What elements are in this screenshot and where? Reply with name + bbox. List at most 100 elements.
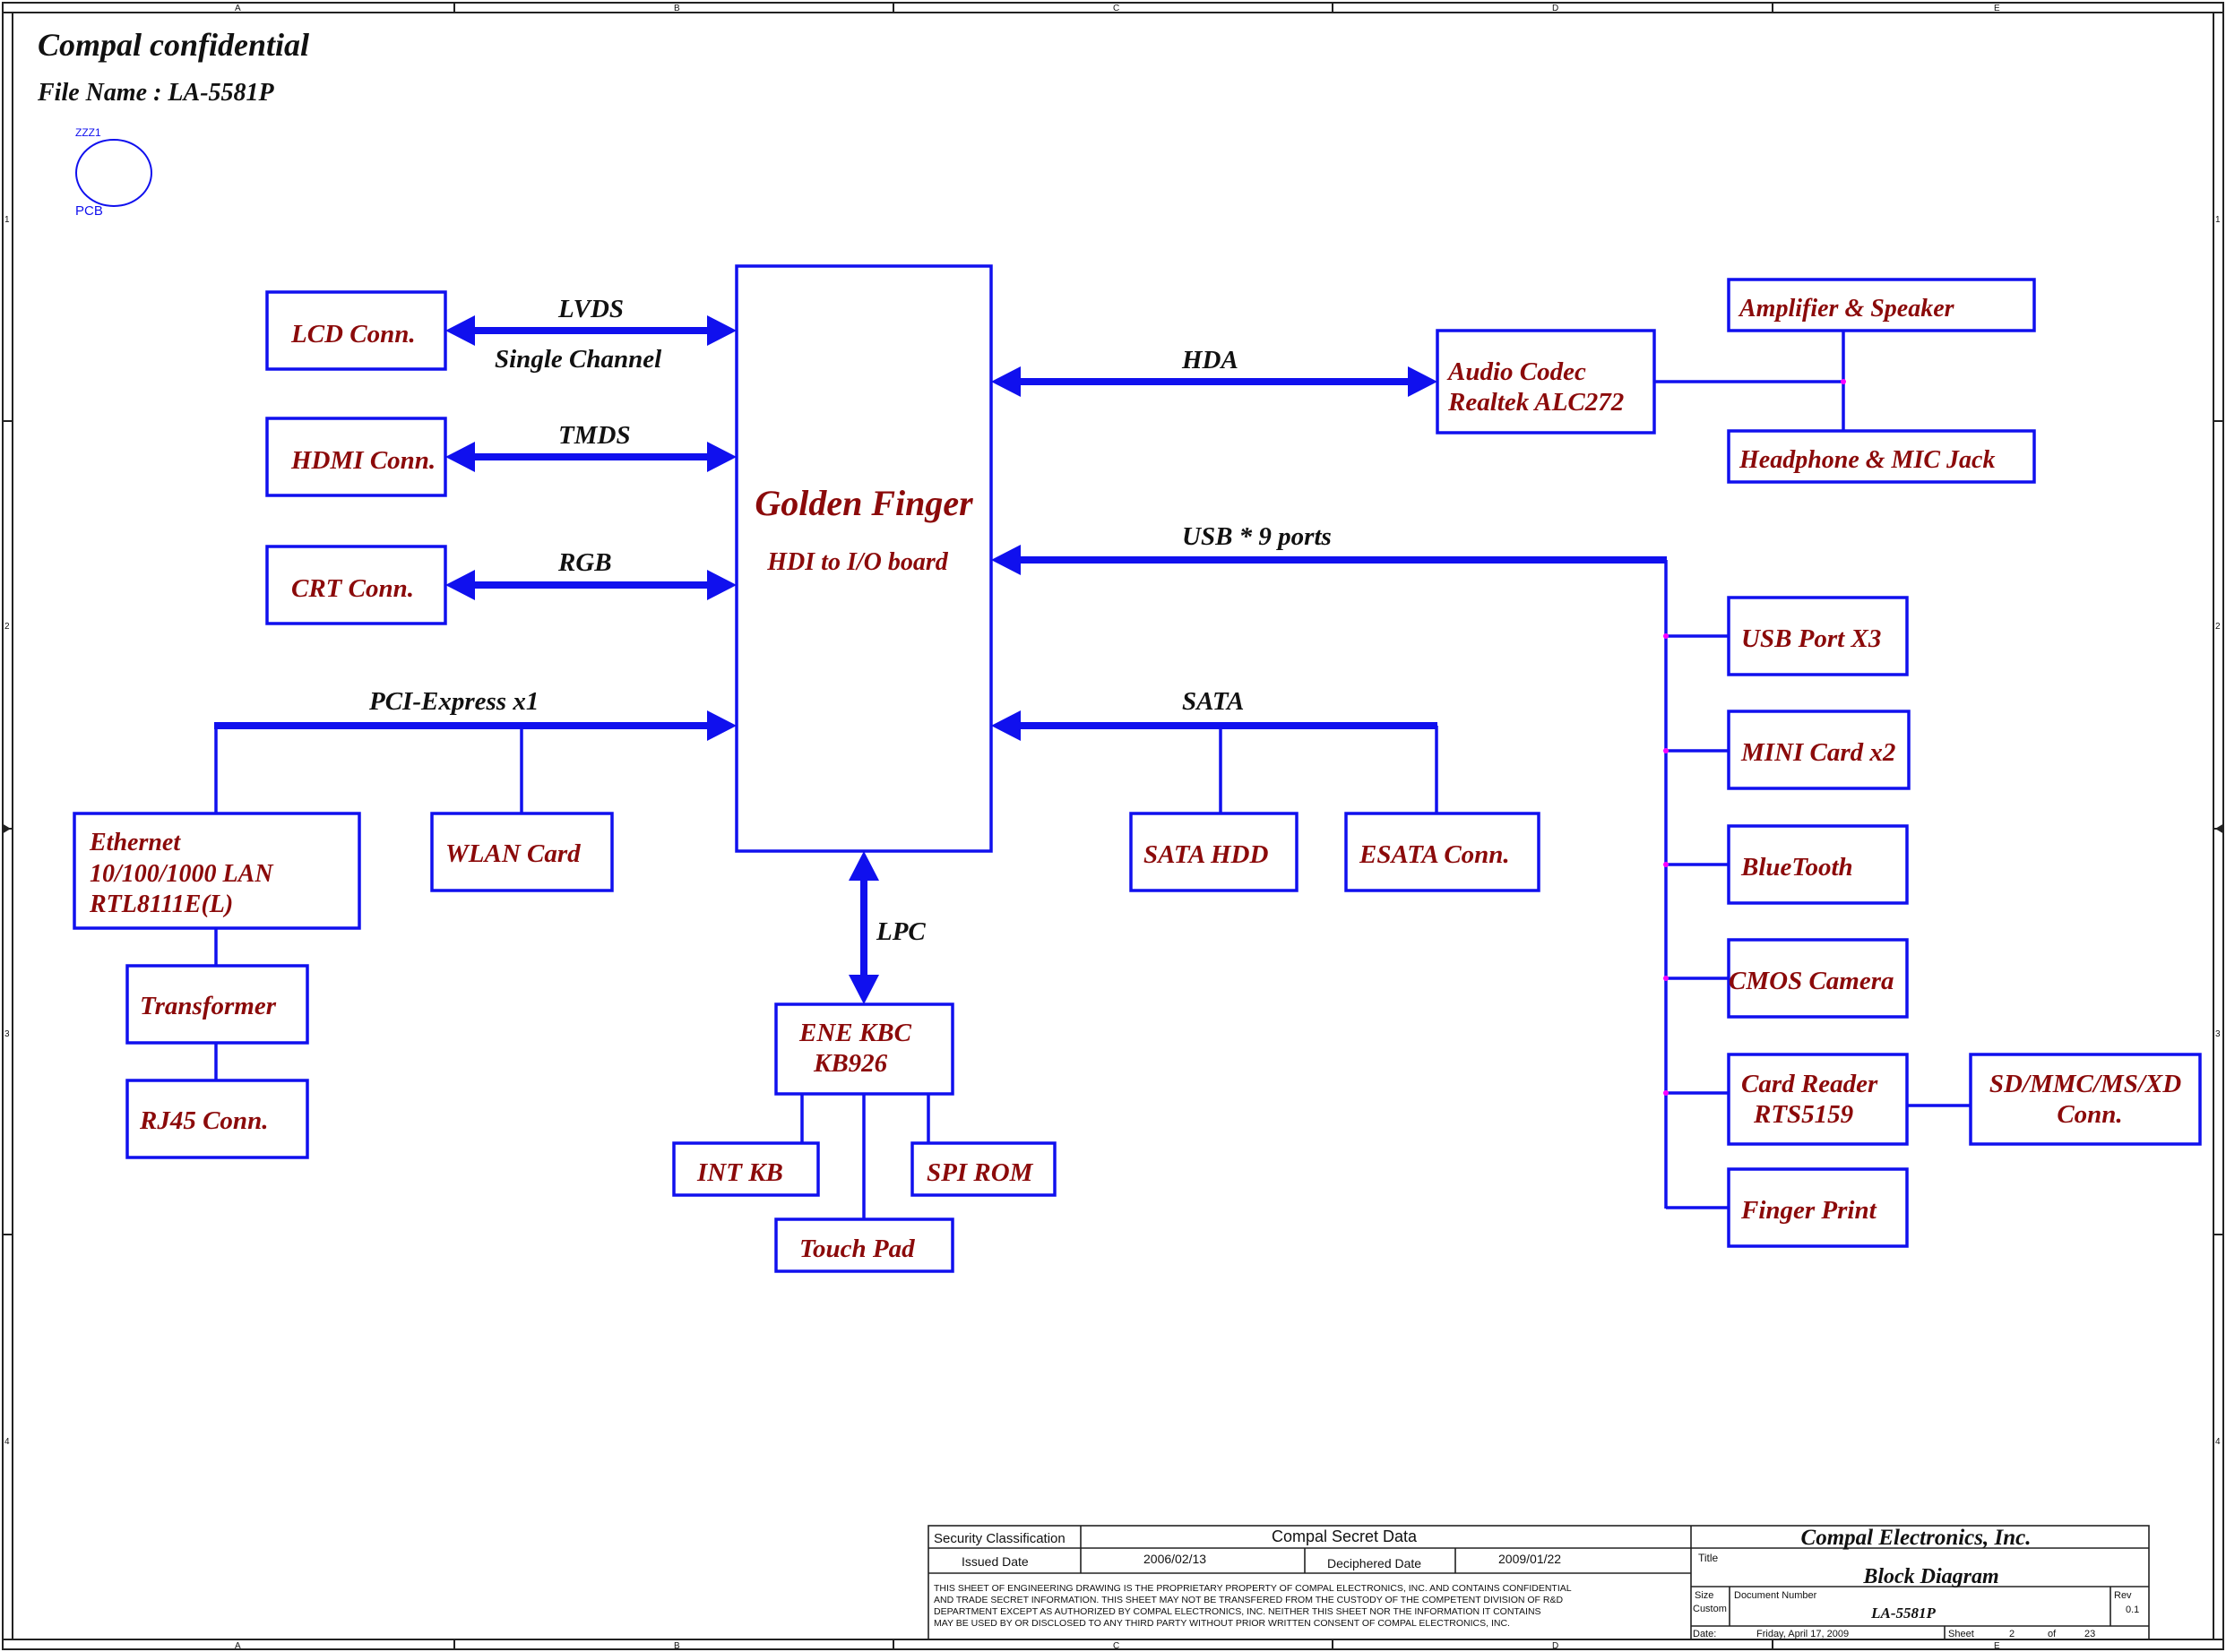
sd-conn-label: SD/MMC/MS/XD — [1989, 1070, 2181, 1098]
usb-branches — [1663, 633, 1729, 1209]
notice-line: THIS SHEET OF ENGINEERING DRAWING IS THE… — [934, 1583, 1572, 1594]
audio-codec-chip-label: Realtek ALC272 — [1447, 388, 1624, 417]
size-label: Size — [1695, 1590, 1713, 1601]
row-label: 2 — [2215, 622, 2221, 632]
rev-label: Rev — [2114, 1590, 2132, 1601]
audio-codec-label: Audio Codec — [1446, 357, 1586, 386]
spi-rom-label: SPI ROM — [927, 1158, 1034, 1187]
row-label: 1 — [2215, 215, 2221, 225]
security-classification-label: Security Classification — [934, 1531, 1066, 1546]
document-number-label: Document Number — [1734, 1590, 1817, 1601]
finger-print-label: Finger Print — [1740, 1196, 1877, 1225]
date-value: Friday, April 17, 2009 — [1756, 1629, 1849, 1639]
wlan-card-label: WLAN Card — [445, 839, 581, 868]
esata-conn-block — [1344, 812, 1540, 892]
arrow-head-icon — [707, 710, 737, 741]
column-label: E — [1994, 1641, 2000, 1651]
file-name: File Name : LA-5581P — [37, 79, 275, 107]
touch-pad-label: Touch Pad — [799, 1235, 915, 1263]
card-reader-block — [1727, 1053, 1909, 1146]
arrow-head-icon — [707, 570, 737, 600]
pcb-outline — [75, 139, 152, 207]
touch-pad-block — [774, 1217, 954, 1273]
lvds-label: LVDS — [557, 295, 624, 323]
ethernet-chip-label: RTL8111E(L) — [89, 891, 233, 918]
issued-date-label: Issued Date — [962, 1554, 1029, 1569]
document-number-value: LA-5581P — [1870, 1605, 1936, 1622]
date-label: Date: — [1693, 1629, 1716, 1639]
headphone-mic-block — [1727, 429, 2036, 484]
usb-port-block — [1727, 596, 1909, 676]
company-name: Compal Electronics, Inc. — [1801, 1526, 2032, 1550]
ene-kbc-block — [774, 1002, 954, 1096]
arrow-head-icon — [991, 545, 1021, 575]
title-field-label: Title — [1698, 1552, 1719, 1564]
row-label: 1 — [4, 215, 10, 225]
sd-conn-suffix-label: Conn. — [2057, 1100, 2122, 1129]
frame-marker-left — [2, 823, 11, 834]
sheet-number: 2 — [2009, 1629, 2015, 1639]
arrow-head-icon — [707, 315, 737, 346]
cmos-camera-block — [1727, 938, 1909, 1019]
ethernet-label: Ethernet — [89, 829, 181, 856]
mini-card-block — [1727, 710, 1911, 790]
ethernet-speed-label: 10/100/1000 LAN — [90, 860, 274, 888]
column-label: A — [235, 1641, 241, 1651]
golden-finger-subtitle: HDI to I/O board — [766, 548, 948, 576]
frame-marker-right — [2215, 823, 2224, 834]
column-label: A — [235, 4, 241, 13]
headphone-mic-label: Headphone & MIC Jack — [1739, 446, 1995, 474]
sheet-total: 23 — [2084, 1629, 2095, 1639]
arrow-head-icon — [849, 851, 879, 881]
pcb-symbol: ZZZ1 PCB — [75, 126, 152, 219]
ethernet-block — [73, 812, 361, 930]
single-channel-label: Single Channel — [495, 345, 662, 374]
security-classification-value: Compal Secret Data — [1272, 1527, 1418, 1545]
lpc-label: LPC — [876, 917, 926, 946]
arrow-head-icon — [707, 442, 737, 472]
arrow-head-icon — [445, 442, 475, 472]
lcd-conn-block — [265, 290, 447, 371]
golden-finger-block — [735, 264, 993, 853]
golden-finger-title: Golden Finger — [755, 483, 973, 523]
bluetooth-label: BlueTooth — [1740, 853, 1853, 882]
hdmi-conn-block — [265, 417, 447, 497]
notice-line: MAY BE USED BY OR DISCLOSED TO ANY THIRD… — [934, 1618, 1510, 1629]
amplifier-speaker-label: Amplifier & Speaker — [1738, 295, 1955, 323]
transformer-block — [125, 964, 309, 1045]
sata-hdd-block — [1129, 812, 1298, 892]
sd-conn-block — [1969, 1053, 2202, 1146]
deciphered-date-value: 2009/01/22 — [1498, 1552, 1561, 1566]
row-label: 3 — [2215, 1029, 2221, 1039]
crt-conn-label: CRT Conn. — [291, 574, 414, 603]
row-label: 3 — [4, 1029, 10, 1039]
confidentiality-notice: THIS SHEET OF ENGINEERING DRAWING IS THE… — [934, 1583, 1572, 1629]
usb-port-label: USB Port X3 — [1741, 624, 1881, 653]
hda-label: HDA — [1181, 346, 1238, 374]
sheet-label: Sheet — [1948, 1629, 1974, 1639]
bluetooth-block — [1727, 824, 1909, 905]
card-reader-chip-label: RTS5159 — [1753, 1100, 1853, 1129]
int-kb-label: INT KB — [696, 1158, 783, 1187]
column-label: C — [1113, 4, 1119, 13]
audio-codec-block — [1436, 329, 1656, 435]
usb-label: USB * 9 ports — [1182, 522, 1332, 551]
arrow-head-icon — [445, 315, 475, 346]
sata-label: SATA — [1182, 687, 1244, 716]
transformer-label: Transformer — [140, 992, 277, 1020]
sheet-of-label: of — [2048, 1629, 2057, 1639]
sata-hdd-label: SATA HDD — [1143, 840, 1268, 869]
int-kb-block — [672, 1141, 820, 1197]
mini-card-label: MINI Card x2 — [1740, 738, 1895, 767]
arrow-head-icon — [445, 570, 475, 600]
cmos-camera-label: CMOS Camera — [1729, 967, 1894, 995]
arrow-head-icon — [991, 710, 1021, 741]
arrow-head-icon — [1408, 366, 1437, 397]
arrow-head-icon — [849, 975, 879, 1004]
amplifier-speaker-block — [1727, 278, 2036, 332]
notice-line: DEPARTMENT EXCEPT AS AUTHORIZED BY COMPA… — [934, 1606, 1541, 1617]
row-label: 4 — [2215, 1437, 2221, 1447]
column-label: B — [674, 4, 680, 13]
lcd-conn-label: LCD Conn. — [290, 320, 416, 348]
size-value: Custom — [1693, 1604, 1727, 1614]
